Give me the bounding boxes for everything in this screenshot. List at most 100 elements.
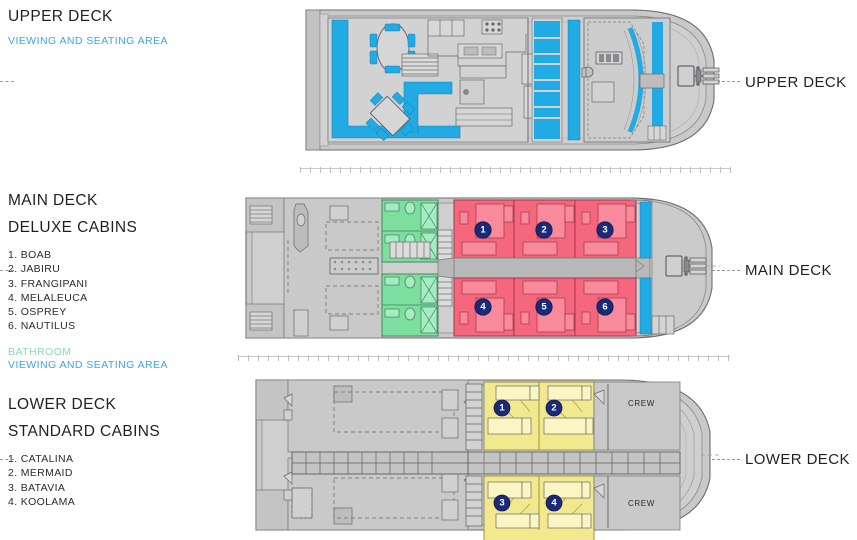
cabin-badge	[596, 221, 614, 239]
ruler-tick	[450, 167, 451, 173]
ruler-tick	[370, 167, 371, 173]
cabin-number: 4	[551, 498, 557, 509]
ruler-tick	[598, 355, 599, 361]
lower-deck-right-label: LOWER DECK	[745, 451, 850, 468]
ruler-tick	[560, 167, 561, 173]
cabin-badge	[493, 494, 511, 512]
main-deck-subtitle: DELUXE CABINS	[8, 219, 138, 236]
ruler-tick	[458, 355, 459, 361]
ruler-tick	[308, 355, 309, 361]
ruler-tick	[630, 167, 631, 173]
main-seating-fore-upper	[639, 201, 652, 259]
ruler-tick	[628, 355, 629, 361]
ruler-tick	[350, 167, 351, 173]
ruler-tick	[550, 167, 551, 173]
ruler-tick	[440, 167, 441, 173]
lower-deck-title: LOWER DECK	[8, 396, 117, 413]
ruler-tick	[710, 167, 711, 173]
cabin-badge	[474, 298, 492, 316]
upper-deck-plan	[300, 4, 720, 156]
ruler-tick	[570, 167, 571, 173]
cabin-badge	[545, 494, 563, 512]
ruler-tick	[668, 355, 669, 361]
upper-deck-legend-viewing: VIEWING AND SEATING AREA	[8, 35, 168, 47]
ruler-tick	[618, 355, 619, 361]
ruler-tick	[558, 355, 559, 361]
list-item: 6. NAUTILUS	[8, 320, 76, 333]
cabin-badge	[493, 399, 511, 417]
ruler-tick	[688, 355, 689, 361]
main-seating-fore-lower	[639, 277, 652, 335]
ruler-tick	[328, 355, 329, 361]
ruler-tick	[650, 167, 651, 173]
list-item: 2. JABIRU	[8, 263, 61, 276]
ruler-tick	[520, 167, 521, 173]
cabin-badge	[535, 221, 553, 239]
cabin-badge	[535, 298, 553, 316]
ruler-tick	[298, 355, 299, 361]
ruler-tick	[620, 167, 621, 173]
upper-deck-leader-line-left	[0, 81, 14, 82]
upper-lounger-bank	[531, 17, 563, 143]
ruler-tick	[680, 167, 681, 173]
main-deck-right-label: MAIN DECK	[745, 262, 832, 279]
ruler-tick	[640, 167, 641, 173]
ruler-tick	[530, 167, 531, 173]
ruler-tick	[258, 355, 259, 361]
ruler-tick	[408, 355, 409, 361]
list-item: 3. FRANGIPANI	[8, 277, 88, 290]
upper-stairs	[401, 53, 439, 77]
list-item: 1. CATALINA	[8, 453, 74, 465]
ruler-tick	[320, 167, 321, 173]
cabin-number: 6	[602, 302, 607, 313]
ruler-tick	[400, 167, 401, 173]
main-deck-text-block: MAIN DECK DELUXE CABINS 1. BOAB 2. JABIR…	[8, 192, 168, 371]
ruler-tick	[660, 167, 661, 173]
ruler-tick	[340, 167, 341, 173]
main-cabins-upper-row: 1 2 3	[453, 199, 637, 259]
ruler-tick	[300, 167, 301, 173]
ruler-tick	[488, 355, 489, 361]
ruler-tick	[278, 355, 279, 361]
cabin-number: 5	[541, 302, 547, 313]
ruler-tick	[390, 167, 391, 173]
upper-deck-text-block: UPPER DECK VIEWING AND SEATING AREA	[8, 8, 168, 47]
ruler-tick	[538, 355, 539, 361]
list-item: 5. OSPREY	[8, 306, 67, 319]
ruler-tick	[388, 355, 389, 361]
ruler-tick	[580, 167, 581, 173]
list-item: 2. MERMAID	[8, 467, 73, 480]
main-corridor	[453, 257, 637, 279]
ruler-tick	[608, 355, 609, 361]
ruler-tick	[678, 355, 679, 361]
ruler-tick	[648, 355, 649, 361]
list-item: 4. MELALEUCA	[8, 291, 88, 304]
upper-diamond-table	[365, 91, 416, 142]
ruler-tick	[510, 167, 511, 173]
main-fore-stairs	[651, 315, 675, 335]
ruler-tick	[318, 355, 319, 361]
ruler-tick	[518, 355, 519, 361]
ruler-tick	[358, 355, 359, 361]
ruler-tick	[468, 355, 469, 361]
list-item: 1. BOAB	[8, 249, 52, 261]
ruler-tick	[590, 167, 591, 173]
ruler-tick	[600, 167, 601, 173]
ruler-tick	[568, 355, 569, 361]
ruler-tick	[268, 355, 269, 361]
lower-deck-text-block: LOWER DECK STANDARD CABINS 1. CATALINA 2…	[8, 396, 160, 509]
ruler-tick	[380, 167, 381, 173]
cabin-badge	[474, 221, 492, 239]
upper-seating-strip	[567, 19, 581, 141]
ruler-tick	[540, 167, 541, 173]
main-stairs	[389, 229, 453, 307]
upper-deck-title: UPPER DECK	[8, 8, 113, 25]
ruler-tick	[490, 167, 491, 173]
main-deck-plan: 1 2 3	[238, 192, 720, 344]
main-deck-legend-viewing: VIEWING AND SEATING AREA	[8, 358, 168, 371]
ruler-tick	[430, 167, 431, 173]
ruler-tick	[438, 355, 439, 361]
upper-bridge	[581, 17, 671, 143]
main-anchor-winch	[665, 255, 707, 277]
main-cabins-lower-row: 4 5 6	[453, 277, 637, 337]
